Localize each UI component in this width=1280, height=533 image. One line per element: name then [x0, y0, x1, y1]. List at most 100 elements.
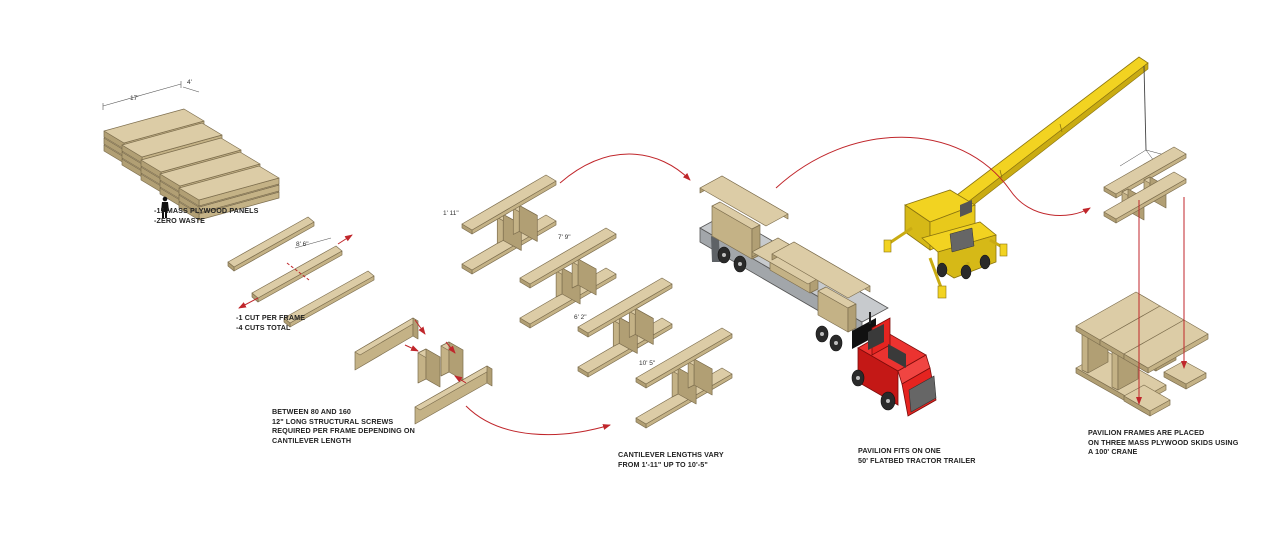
cut-marker — [286, 237, 332, 281]
panels-note-line: -15 MASS PLYWOOD PANELS — [154, 206, 259, 215]
screw-arrows — [404, 319, 467, 384]
slab-top — [159, 151, 261, 187]
cantilever-frames — [461, 174, 733, 429]
crane-note-line: PAVILION FRAMES ARE PLACED — [1088, 428, 1205, 437]
screws-note-line: REQUIRED PER FRAME DEPENDING ON — [272, 426, 415, 436]
trailer-note-line: PAVILION FITS ON ONE — [858, 446, 941, 455]
cantilever-frame — [461, 174, 557, 275]
screws-note-line: 12" LONG STRUCTURAL SCREWS — [272, 416, 394, 426]
drop-arrows — [1136, 197, 1187, 405]
wall-end — [577, 258, 597, 296]
pavilion-placement — [1075, 146, 1209, 417]
cuts-note-line: -4 CUTS TOTAL — [236, 322, 291, 332]
wall-end — [486, 365, 493, 387]
frame-a-dim: 1' 11" — [443, 210, 459, 217]
cantilever-note-line: CANTILEVER LENGTHS VARY — [618, 450, 724, 459]
slab-top — [251, 245, 343, 299]
cantilever-frame — [635, 327, 733, 429]
slab-top — [1103, 146, 1187, 195]
slab-top — [577, 277, 673, 334]
slab-top — [1123, 384, 1171, 412]
panels-note: -15 MASS PLYWOOD PANELS -ZERO WASTE — [154, 206, 259, 225]
wall-end — [425, 348, 441, 388]
crane-note-line: ON THREE MASS PLYWOOD SKIDS USING — [1088, 437, 1239, 447]
mass-plywood-skid — [1163, 360, 1207, 390]
frame-bottom-board — [414, 365, 493, 425]
slab-top — [461, 174, 557, 231]
wall-end — [693, 358, 713, 396]
slab-top — [140, 137, 242, 173]
frame-c-dim: 6' 2" — [574, 314, 587, 321]
slab-top — [178, 165, 280, 201]
cargo-frame-end — [817, 286, 857, 333]
cantilever-note: CANTILEVER LENGTHS VARY FROM 1'-11" UP T… — [618, 450, 724, 469]
stacked-panel — [178, 165, 280, 207]
plywood-panel-stack — [103, 108, 280, 221]
wall-end — [634, 308, 654, 345]
trailer-note-line: 50' FLATBED TRACTOR TRAILER — [858, 455, 976, 465]
cuts-note: -1 CUT PER FRAME -4 CUTS TOTAL — [236, 313, 305, 332]
slab-top — [635, 327, 733, 385]
screws-note-line: BETWEEN 80 AND 160 — [272, 407, 352, 416]
slab-top — [283, 270, 375, 324]
crane-note-line: A 100' CRANE — [1088, 447, 1138, 457]
pavilion-roof-panel — [1123, 319, 1209, 374]
frame-leg — [571, 258, 597, 296]
frame-top-board — [519, 227, 617, 289]
cut-arrow-right — [337, 234, 353, 245]
cargo-panel — [771, 241, 871, 299]
hanging-frame-top — [1103, 146, 1187, 199]
frame-top-board — [635, 327, 733, 389]
cargo-roof-panel — [699, 175, 789, 227]
cantilever-frame — [519, 227, 617, 329]
cut-panel — [227, 216, 315, 272]
panel-length-dim: 17' — [130, 95, 138, 102]
person-scale-figure — [161, 196, 169, 218]
trailer-note: PAVILION FITS ON ONE 50' FLATBED TRACTOR… — [858, 446, 976, 465]
cut-arrow-left — [238, 297, 259, 309]
cut-panel — [251, 245, 343, 303]
cut-length-dim: 8' 6" — [296, 241, 309, 248]
frame-b-dim: 7' 9" — [558, 234, 571, 241]
wall-end — [518, 205, 538, 242]
cut-panel — [283, 270, 375, 328]
flow-arrows — [465, 136, 1091, 436]
cargo-frame-end — [711, 201, 761, 260]
frame-top-board — [577, 277, 673, 338]
slab-top — [1103, 171, 1187, 220]
slab-top — [519, 227, 617, 285]
slab-top — [121, 122, 223, 158]
frame-d-dim: 10' 5" — [639, 360, 656, 367]
cuts-note-line: -1 CUT PER FRAME — [236, 313, 306, 322]
frame-leg-left — [417, 348, 441, 388]
wall-face — [1111, 350, 1119, 391]
slab-top — [1163, 360, 1207, 385]
panel-width-dim: 4' — [187, 79, 192, 86]
trailer-cargo — [699, 175, 871, 333]
frame-top-board — [461, 174, 557, 235]
mobile-crane — [883, 56, 1177, 299]
hanging-frame-base — [1103, 171, 1187, 224]
frame-leg — [628, 308, 654, 345]
slab-top — [227, 216, 315, 268]
frame-leg — [512, 205, 538, 242]
panels-note-line: -ZERO WASTE — [154, 215, 206, 225]
wall-end — [847, 303, 857, 333]
frame-leg-right — [440, 341, 464, 381]
screws-note: BETWEEN 80 AND 160 12" LONG STRUCTURAL S… — [272, 407, 415, 445]
flatbed-tractor-trailer — [699, 175, 937, 417]
cantilever-note-line: FROM 1'-11" UP TO 10'-5" — [618, 459, 708, 469]
screws-note-line: CANTILEVER LENGTH — [272, 435, 352, 445]
slab-top — [771, 241, 871, 299]
slab-top — [1123, 319, 1209, 369]
slab-top — [699, 175, 789, 227]
cantilever-frame — [577, 277, 673, 378]
frame-top-board — [354, 317, 419, 371]
mass-plywood-skid — [1123, 384, 1171, 417]
cut-panels-group — [227, 216, 375, 328]
slab-top — [103, 108, 205, 144]
wall-face — [1081, 333, 1089, 374]
panel-dimension-lines — [102, 81, 200, 110]
